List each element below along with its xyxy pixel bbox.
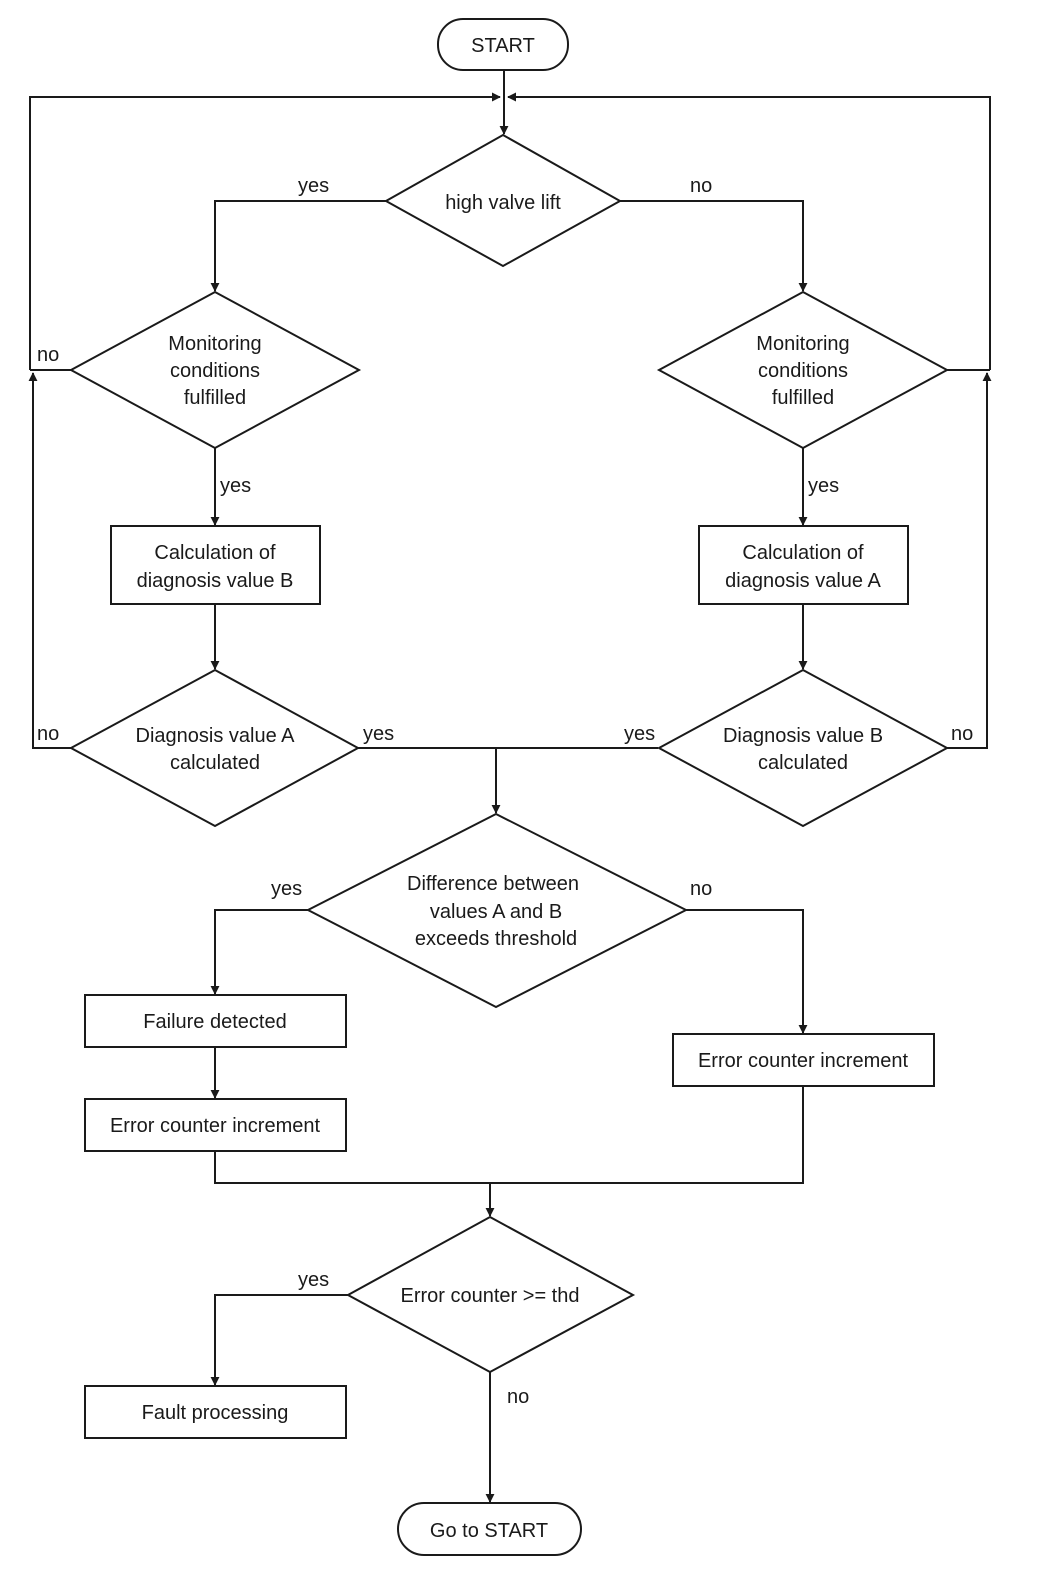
process-error-counter-right: Error counter increment bbox=[672, 1033, 935, 1087]
connectors bbox=[28, 70, 992, 1503]
decision-diagnosis-b-calculated: Diagnosis value B calculated bbox=[656, 668, 950, 828]
monitoring-left-line-2: conditions bbox=[170, 360, 260, 382]
calc-a-line-2: diagnosis value A bbox=[725, 570, 881, 592]
goto-start-terminator: Go to START bbox=[397, 1502, 582, 1556]
connector-hvl-yes bbox=[210, 200, 386, 292]
difference-line-2: values A and B bbox=[430, 901, 562, 923]
process-failure-detected: Failure detected bbox=[84, 994, 347, 1048]
process-calculation-b: Calculation of diagnosis value B bbox=[110, 525, 321, 605]
difference-line-1: Difference between bbox=[407, 873, 579, 895]
high-valve-lift-label: high valve lift bbox=[445, 192, 561, 214]
calc-a-line-1: Calculation of bbox=[742, 542, 864, 564]
start-terminator: START bbox=[437, 18, 569, 71]
decision-error-counter-check: Error counter >= thd bbox=[345, 1215, 636, 1374]
connector-right-loop-top bbox=[507, 92, 991, 370]
fault-processing-label: Fault processing bbox=[142, 1402, 289, 1424]
label-diff-no: no bbox=[690, 878, 712, 900]
decision-monitoring-right: Monitoring conditions fulfilled bbox=[656, 290, 950, 450]
label-diag-a-yes: yes bbox=[363, 723, 394, 745]
goto-start-label: Go to START bbox=[430, 1520, 548, 1542]
label-ec-yes: yes bbox=[298, 1269, 329, 1291]
diag-b-line-2: calculated bbox=[758, 752, 848, 774]
connector-left-loop-top bbox=[29, 92, 501, 370]
diag-b-line-1: Diagnosis value B bbox=[723, 725, 883, 747]
connector-diff-no bbox=[686, 909, 808, 1034]
label-mon-left-yes: yes bbox=[220, 475, 251, 497]
label-diff-yes: yes bbox=[271, 878, 302, 900]
label-diag-b-no: no bbox=[951, 723, 973, 745]
label-hvl-no: no bbox=[690, 175, 712, 197]
connector-diff-yes bbox=[210, 909, 308, 995]
difference-line-3: exceeds threshold bbox=[415, 928, 577, 950]
label-mon-left-no: no bbox=[37, 344, 59, 366]
connector-hvl-no bbox=[620, 200, 808, 292]
start-label: START bbox=[471, 35, 535, 57]
diag-a-line-2: calculated bbox=[170, 752, 260, 774]
monitoring-right-line-2: conditions bbox=[758, 360, 848, 382]
diag-a-line-1: Diagnosis value A bbox=[136, 725, 296, 747]
label-mon-right-yes: yes bbox=[808, 475, 839, 497]
error-counter-check-label: Error counter >= thd bbox=[401, 1285, 580, 1307]
process-error-counter-left: Error counter increment bbox=[84, 1098, 347, 1152]
calc-b-line-2: diagnosis value B bbox=[137, 570, 294, 592]
label-ec-no: no bbox=[507, 1386, 529, 1408]
monitoring-right-line-1: Monitoring bbox=[756, 333, 849, 355]
label-hvl-yes: yes bbox=[298, 175, 329, 197]
process-fault-processing: Fault processing bbox=[84, 1385, 347, 1439]
process-calculation-a: Calculation of diagnosis value A bbox=[698, 525, 909, 605]
calc-b-line-1: Calculation of bbox=[154, 542, 276, 564]
failure-detected-label: Failure detected bbox=[143, 1011, 286, 1033]
monitoring-left-line-3: fulfilled bbox=[184, 387, 246, 409]
decision-high-valve-lift: high valve lift bbox=[383, 133, 623, 268]
decision-diagnosis-a-calculated: Diagnosis value A calculated bbox=[68, 668, 361, 828]
connector-counter-left-down bbox=[214, 1086, 804, 1184]
monitoring-right-line-3: fulfilled bbox=[772, 387, 834, 409]
label-diag-b-yes: yes bbox=[624, 723, 655, 745]
connector-check-yes bbox=[210, 1294, 348, 1386]
decision-monitoring-left: Monitoring conditions fulfilled bbox=[68, 290, 362, 450]
branch-labels: yes no no yes yes no yes yes no yes no y… bbox=[37, 175, 973, 1408]
label-diag-a-no: no bbox=[37, 723, 59, 745]
monitoring-left-line-1: Monitoring bbox=[168, 333, 261, 355]
connector-diag-a-no bbox=[28, 372, 71, 749]
error-counter-right-label: Error counter increment bbox=[698, 1050, 909, 1072]
error-counter-left-label: Error counter increment bbox=[110, 1115, 321, 1137]
decision-difference-threshold: Difference between values A and B exceed… bbox=[305, 812, 689, 1009]
connector-diag-b-no bbox=[947, 372, 992, 749]
